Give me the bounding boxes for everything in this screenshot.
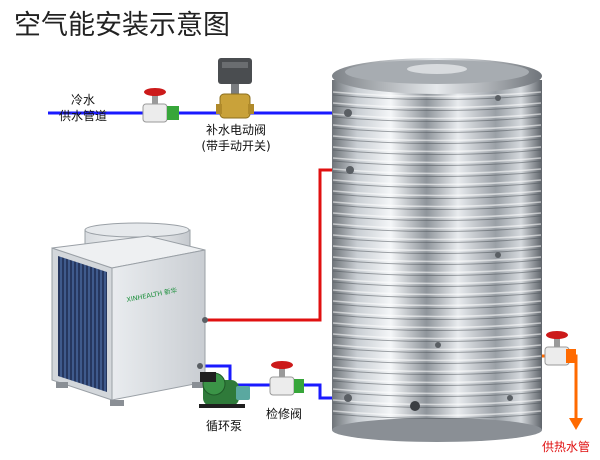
tank-rib-shadow [332,226,542,232]
tank-rib-shadow [332,347,542,353]
service-valve-label: 检修阀 [266,406,302,421]
tank-rib-shadow [332,116,542,122]
supply-hand-valve [142,88,179,123]
tank-rib-shadow [332,281,542,287]
tank-rib [332,135,542,142]
tank-rib [332,410,542,417]
outlet-arrow-icon [569,418,583,430]
tank-rib [332,212,542,219]
tank-rib [332,267,542,274]
tank-rib [332,388,542,395]
tank-rib [332,190,542,197]
solenoid-valve [216,58,254,119]
tank-rib [332,333,542,340]
tank-rib [332,146,542,153]
tank-rib [332,223,542,230]
tank-rib [332,91,542,98]
circulation-pump-label: 循环泵 [206,419,242,433]
tank-rib-shadow [332,358,542,364]
tank-rib-shadow [332,149,542,155]
tank-return-fitting [346,166,354,174]
hot-return-pipe [205,168,350,322]
valve-handle-icon [546,331,568,339]
tank-rib-shadow [332,237,542,243]
heat-pump-unit: XINHEALTH 新华 [51,222,208,406]
tank-rib-shadow [332,193,542,199]
tank-rib [332,355,542,362]
tank-rib-shadow [332,270,542,276]
circulation-pump [199,372,250,408]
tank-outlet-fitting [344,394,352,402]
tank-rib-shadow [332,215,542,221]
service-valve [269,361,304,396]
tank-rib [332,201,542,208]
tank-rib [332,399,542,406]
tank-rib [332,344,542,351]
tank-rib-shadow [332,259,542,265]
tank-rib-shadow [332,160,542,166]
tank-rib [332,168,542,175]
valve-handle-icon [271,361,293,369]
tank-rib [332,124,542,131]
tank-rib-shadow [332,369,542,375]
tank-rib [332,234,542,241]
water-tank [332,58,542,442]
tank-rib [332,278,542,285]
tank-rib [332,157,542,164]
tank-rib-shadow [332,413,542,419]
cold-water-label-line1: 冷水 [71,93,95,107]
tank-rib-shadow [332,127,542,133]
tank-rib-shadow [332,94,542,100]
tank-rib-shadow [332,325,542,331]
tank-rib [332,289,542,296]
tank-rib [332,311,542,318]
tank-rib-shadow [332,182,542,188]
tank-rib-shadow [332,314,542,320]
solenoid-valve-label-line1: 补水电动阀 [206,123,266,137]
tank-rib-shadow [332,303,542,309]
tank-rib [332,113,542,120]
tank-rib [332,179,542,186]
tank-rib-shadow [332,402,542,408]
tank-inlet-fitting [344,109,352,117]
outlet-valve [544,331,576,366]
tank-rib-shadow [332,248,542,254]
tank-rib [332,377,542,384]
tank-rib-shadow [332,105,542,111]
tank-rib-shadow [332,171,542,177]
valve-handle-icon [144,88,166,96]
tank-rib [332,300,542,307]
tank-rib [332,256,542,263]
tank-rib-shadow [332,204,542,210]
condenser-coil [58,256,107,392]
page-title: 空气能安装示意图 [14,10,230,41]
tank-rib-shadow [332,391,542,397]
hot-water-supply-label: 供热水管 [542,439,590,454]
tank-rib [332,366,542,373]
tank-rib-shadow [332,336,542,342]
solenoid-valve-label-line2: (带手动开关) [201,139,270,153]
tank-rib [332,102,542,109]
tank-rib-shadow [332,138,542,144]
tank-rib [332,322,542,329]
tank-rib-shadow [332,380,542,386]
tank-rib-shadow [332,292,542,298]
hot-outlet-pipe [542,354,578,420]
tank-rib [332,245,542,252]
cold-water-label-line2: 供水管道 [59,108,107,123]
